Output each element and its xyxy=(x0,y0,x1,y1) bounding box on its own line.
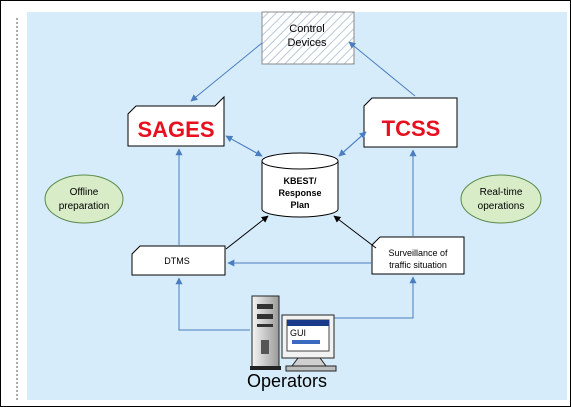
tcss-box: TCSS xyxy=(363,97,458,148)
black-arrows xyxy=(225,215,377,250)
arrow-sages-to-kbest xyxy=(225,135,263,157)
tcss-label: TCSS xyxy=(382,116,441,141)
kbest-label-2: Response xyxy=(278,188,321,198)
offline-preparation-ellipse: Offline preparation xyxy=(44,174,124,224)
arrow-control-to-sages xyxy=(190,42,263,102)
sages-label: SAGES xyxy=(137,117,214,142)
realtime-label-2: operations xyxy=(478,201,525,212)
dtms-box: DTMS xyxy=(131,245,226,276)
control-devices-label-1: Control xyxy=(289,23,324,35)
kbest-database: KBEST/ Response Plan xyxy=(261,152,339,218)
arrow-tcss-to-control xyxy=(348,41,416,97)
blue-arrows xyxy=(175,41,417,331)
offline-label-1: Offline xyxy=(70,187,99,198)
operators-label: Operators xyxy=(247,371,327,391)
control-devices-label-2: Devices xyxy=(287,37,327,49)
surveillance-box: Surveillance of traffic situation xyxy=(371,236,465,275)
kbest-label-1: KBEST/ xyxy=(283,176,317,186)
kbest-label-3: Plan xyxy=(290,200,309,210)
offline-label-2: preparation xyxy=(59,201,110,212)
gui-label: GUI xyxy=(290,328,306,338)
dtms-label: DTMS xyxy=(164,256,190,266)
arrow-operators-to-surveillance xyxy=(334,276,417,319)
arrow-tcss-to-kbest xyxy=(338,131,367,157)
surveillance-label-1: Surveillance of xyxy=(388,248,448,258)
realtime-operations-ellipse: Real-time operations xyxy=(460,174,542,224)
surveillance-label-2: traffic situation xyxy=(389,260,447,270)
arrow-dtms-to-kbest xyxy=(225,215,269,250)
sages-box: SAGES xyxy=(127,95,225,147)
arrow-operators-to-dtms xyxy=(175,277,250,331)
monitor-icon: GUI xyxy=(281,314,337,372)
arrow-surveillance-to-kbest xyxy=(333,215,377,249)
computer-tower-icon xyxy=(250,295,281,370)
realtime-label-1: Real-time xyxy=(480,187,523,198)
control-devices-box: Control Devices xyxy=(261,11,355,65)
